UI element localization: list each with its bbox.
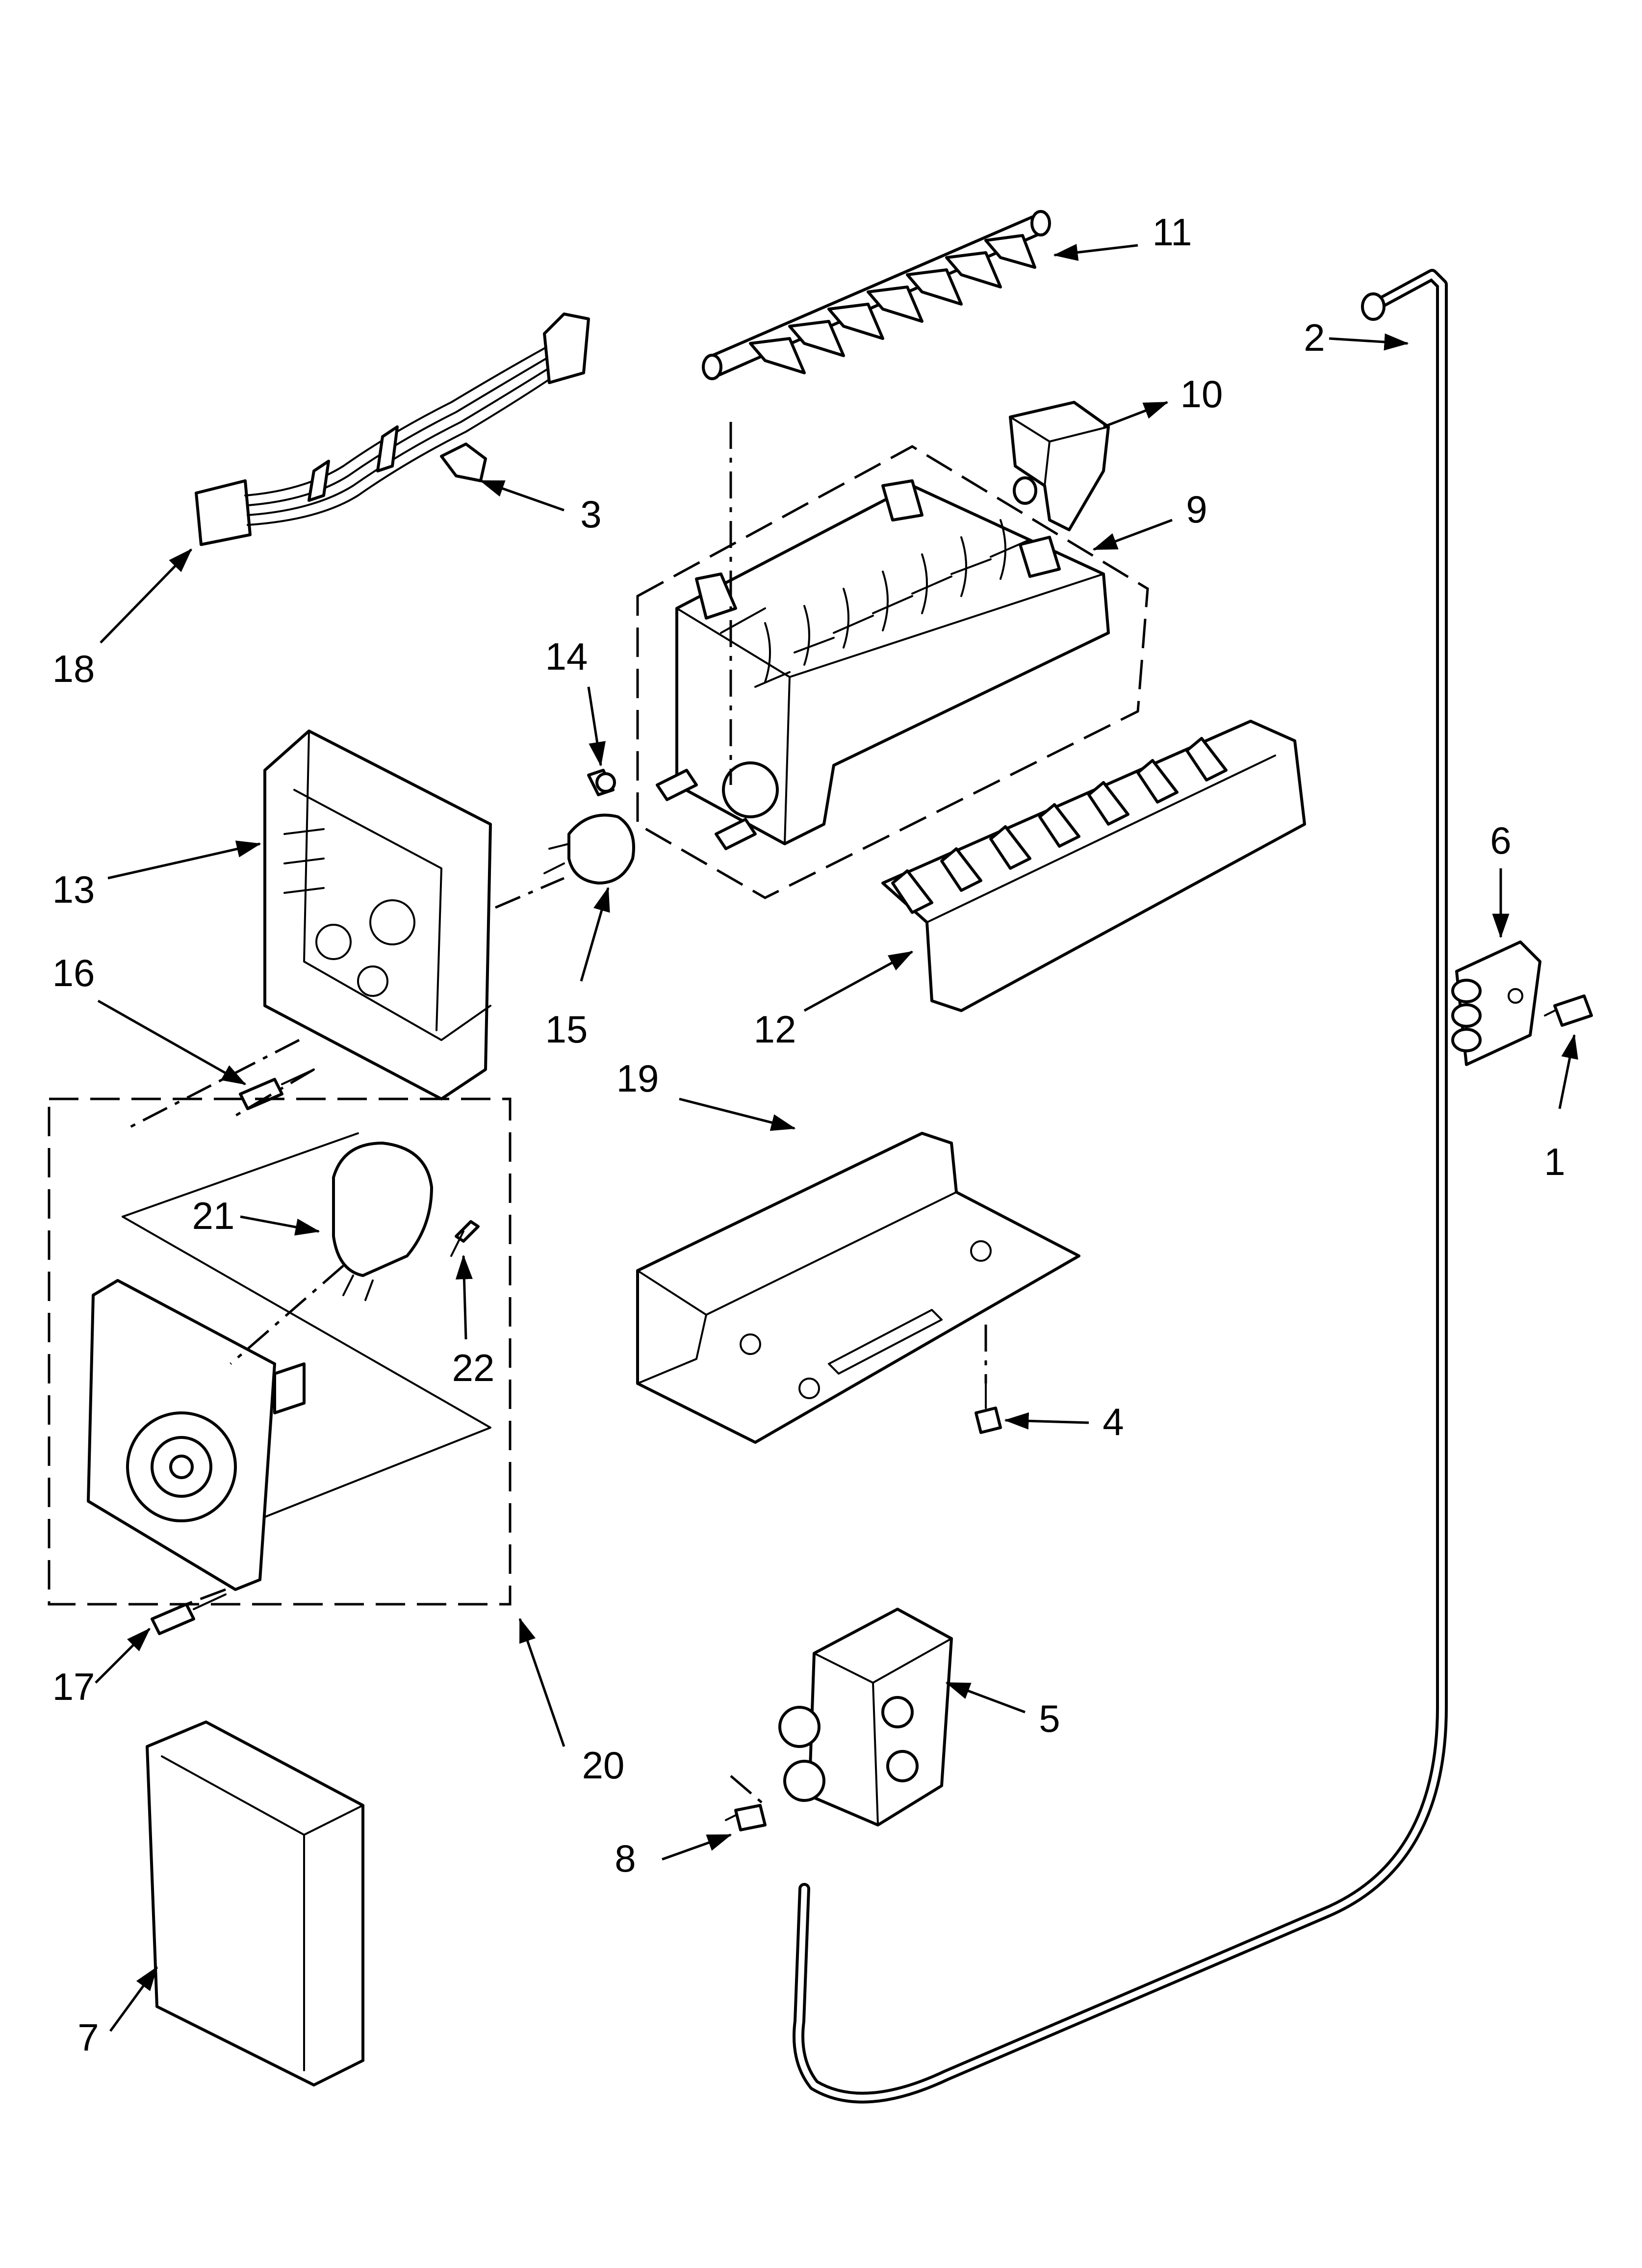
callout-14: 14 xyxy=(545,635,588,678)
ejector-part xyxy=(702,210,1051,380)
plug-part xyxy=(587,769,616,796)
fill-tube-part xyxy=(793,269,1448,2104)
screw-8-part xyxy=(725,1804,767,1831)
cover-plug-part xyxy=(543,813,635,885)
wiring-harness-part xyxy=(195,313,590,546)
screw-17-part xyxy=(151,1593,227,1635)
callout-3: 3 xyxy=(580,493,601,536)
callout-11: 11 xyxy=(1153,210,1192,254)
stripper-part xyxy=(881,720,1306,1012)
mold-part xyxy=(656,479,1110,850)
callout-labels: 1 2 3 4 5 6 7 8 9 10 11 12 13 14 15 16 1… xyxy=(52,210,1565,2059)
callout-17: 17 xyxy=(52,1665,95,1708)
clip-part xyxy=(440,443,487,482)
callout-15: 15 xyxy=(545,1008,588,1051)
callout-13: 13 xyxy=(52,868,95,911)
callout-12: 12 xyxy=(754,1008,796,1051)
screw-4-part xyxy=(975,1382,1002,1434)
motor-module-group xyxy=(48,1097,512,1606)
callout-7: 7 xyxy=(77,2016,99,2059)
callout-18: 18 xyxy=(52,647,95,690)
callout-6: 6 xyxy=(1490,819,1511,862)
alignment-lines xyxy=(127,422,987,1806)
screw-1-part xyxy=(1544,994,1593,1027)
callout-4: 4 xyxy=(1103,1400,1124,1443)
fill-cup-part xyxy=(1009,401,1110,531)
callout-8: 8 xyxy=(615,1837,636,1880)
callout-5: 5 xyxy=(1039,1697,1060,1740)
motor-module-part xyxy=(87,1279,306,1591)
callout-1: 1 xyxy=(1544,1140,1565,1183)
motor-part xyxy=(332,1142,433,1301)
bracket-part xyxy=(1451,940,1541,1066)
callout-19: 19 xyxy=(616,1057,659,1100)
callout-21: 21 xyxy=(192,1194,235,1237)
callout-20: 20 xyxy=(582,1744,625,1787)
callout-9: 9 xyxy=(1186,488,1207,531)
housing-part xyxy=(263,730,492,1100)
mold-group xyxy=(636,445,1149,899)
screw-22-part xyxy=(450,1220,480,1257)
cover-part xyxy=(146,1721,364,2086)
callout-2: 2 xyxy=(1304,316,1325,359)
callout-16: 16 xyxy=(52,951,95,994)
callout-leaders xyxy=(95,244,1578,2032)
water-valve-part xyxy=(778,1608,953,1826)
callout-10: 10 xyxy=(1180,372,1223,416)
tray-part xyxy=(636,1132,1080,1444)
callout-22: 22 xyxy=(452,1346,495,1389)
